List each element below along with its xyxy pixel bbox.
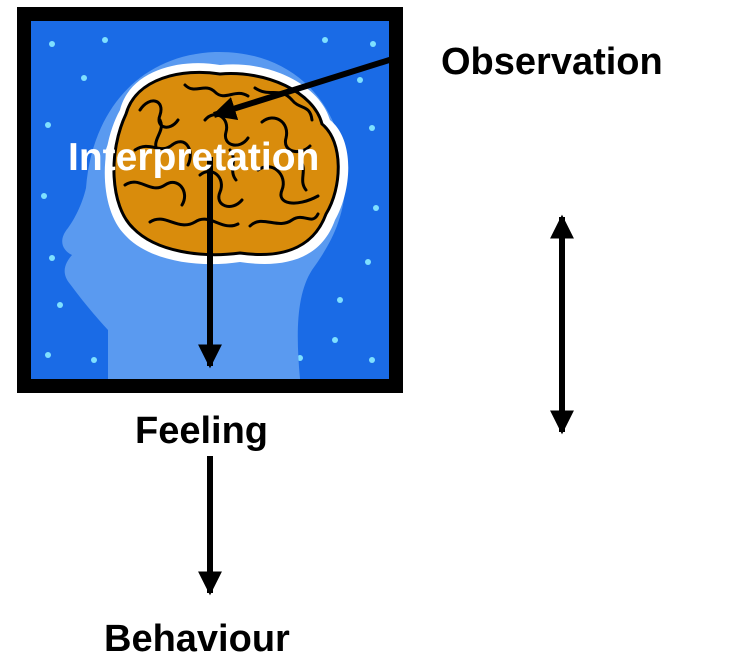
feeling-label: Feeling [135, 410, 269, 452]
observation-label: Observation [441, 41, 663, 83]
brain-icon [112, 70, 340, 257]
observation-arrow [211, 53, 403, 120]
interpretation-label: Interpretation [68, 136, 320, 179]
behaviour-label: Behaviour [104, 618, 290, 660]
